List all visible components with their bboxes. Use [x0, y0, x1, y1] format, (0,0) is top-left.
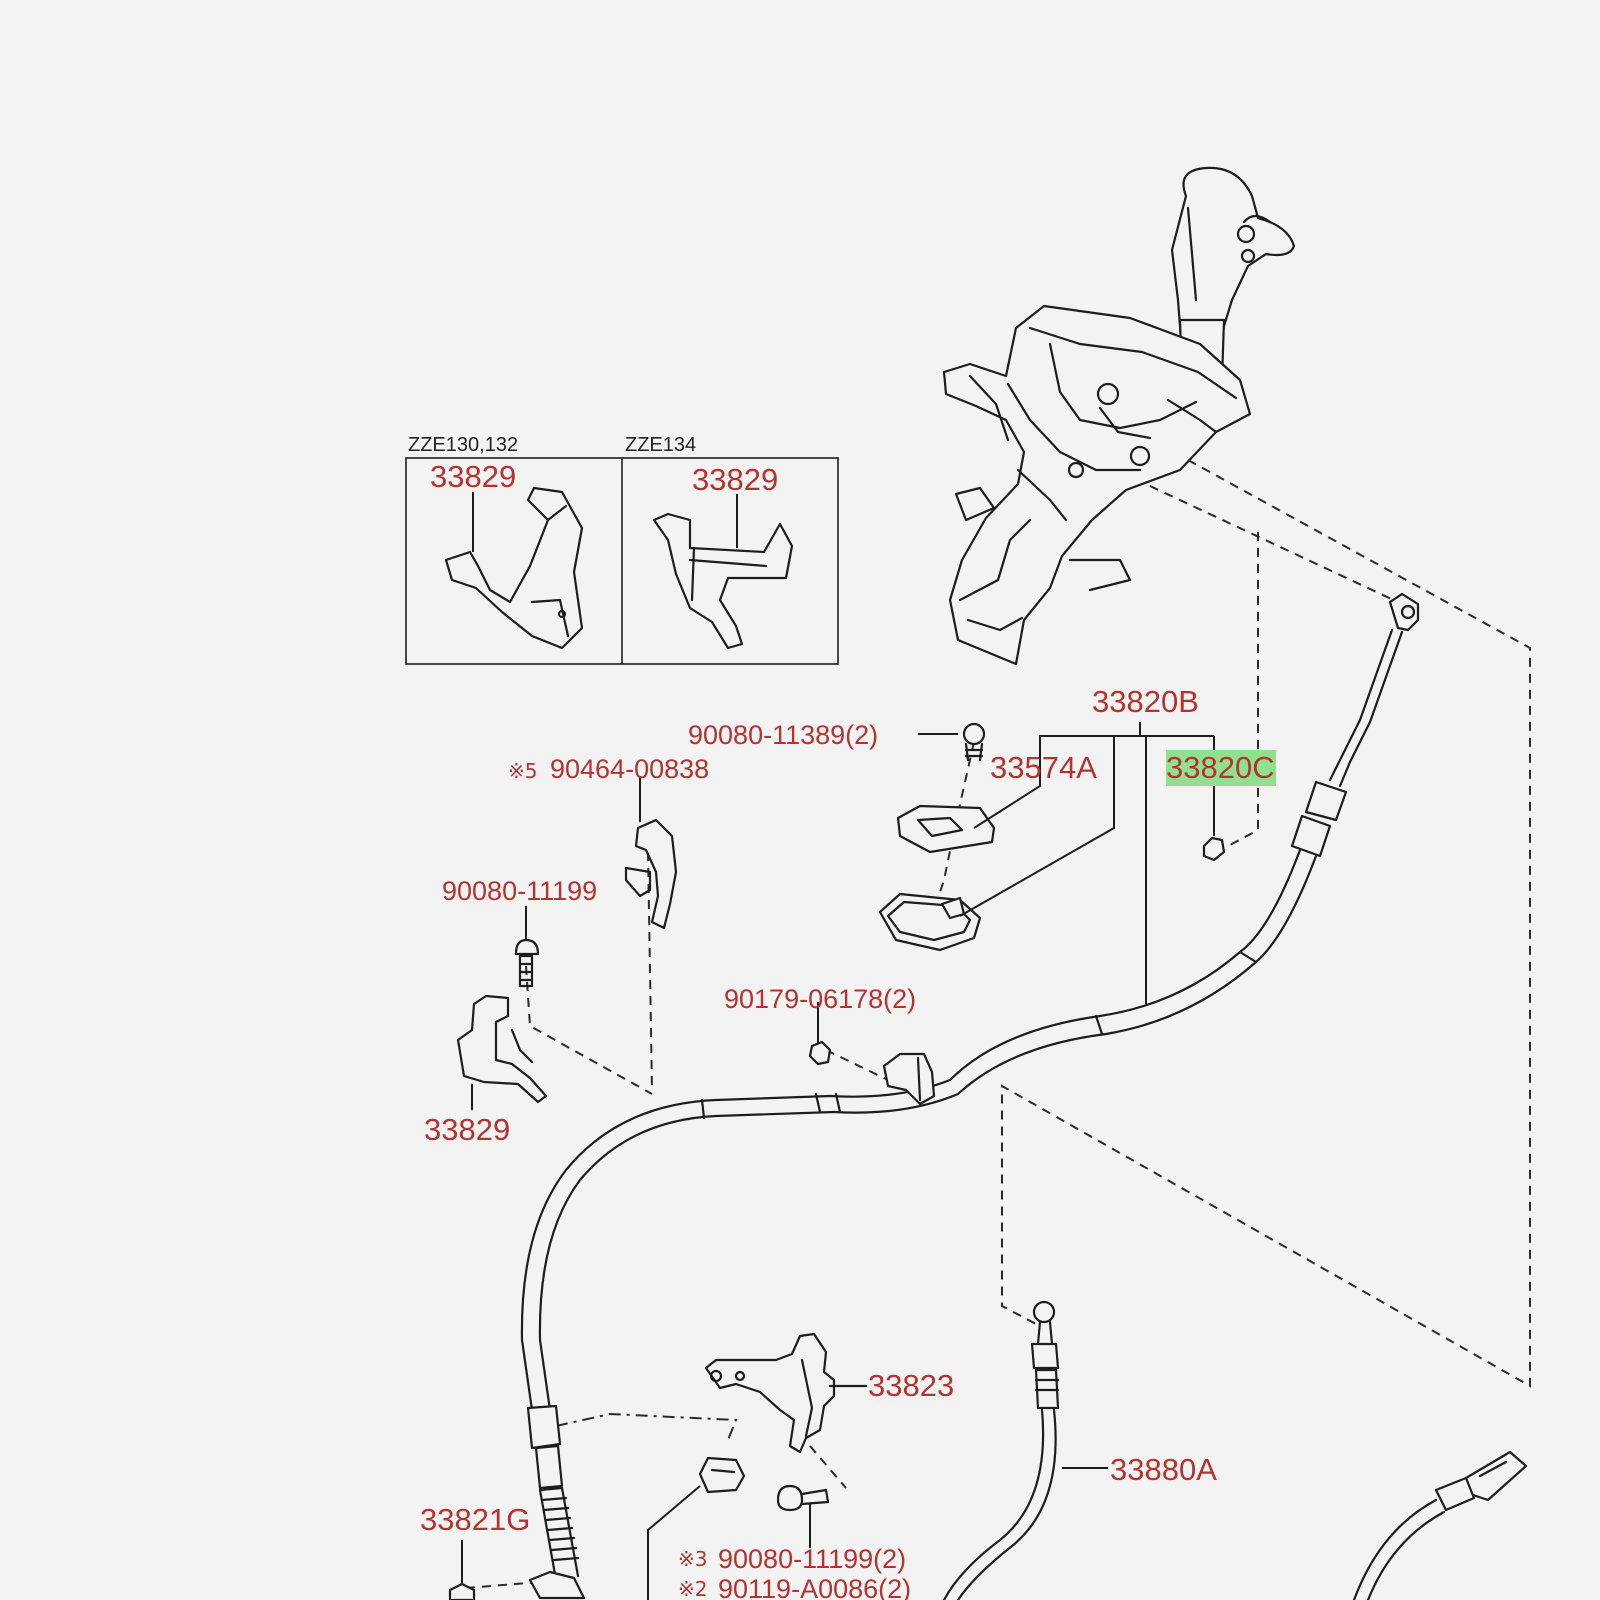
label-90179-06178[interactable]: 90179-06178(2)	[724, 984, 916, 1014]
label-33823[interactable]: 33823	[868, 1368, 954, 1403]
bolt-90080-11199-lower	[776, 1484, 830, 1548]
retainer-clip	[647, 1456, 746, 1600]
cable-33880A	[942, 1300, 1108, 1600]
variant-label-left: ZZE130,132	[408, 434, 518, 456]
cable-end-lower-right	[1352, 1450, 1528, 1600]
label-90119-A0086[interactable]: 90119-A0086(2)	[718, 1574, 911, 1600]
variant-inset: ZZE130,132 ZZE134 33829 33829	[405, 434, 839, 665]
label-90080-11199-2[interactable]: 90080-11199(2)	[718, 1544, 906, 1574]
shift-housing	[942, 304, 1252, 666]
inset-part-label-right[interactable]: 33829	[692, 462, 778, 497]
highlight-33820C	[1166, 750, 1276, 786]
label-33820B[interactable]: 33820B	[1092, 684, 1199, 719]
bolt-90080-11389	[918, 722, 986, 762]
label-90080-11199[interactable]: 90080-11199	[442, 876, 597, 906]
bolt-90080-11199	[514, 906, 540, 988]
note-mark-90464: ※5	[508, 759, 537, 783]
shift-cable-33820	[520, 592, 1420, 1600]
label-33574A[interactable]: 33574A	[990, 750, 1097, 785]
lever-33823	[704, 1332, 868, 1454]
bracket-33829	[456, 994, 548, 1110]
note-mark-90080-11199-2: ※3	[678, 1547, 707, 1571]
shift-knob	[1170, 166, 1296, 354]
label-90464-00838[interactable]: 90464-00838	[550, 754, 709, 784]
label-33820C[interactable]: 33820C	[1166, 750, 1275, 785]
label-33829[interactable]: 33829	[424, 1112, 510, 1147]
inset-part-label-left[interactable]: 33829	[430, 459, 516, 494]
note-mark-90119: ※2	[678, 1577, 707, 1600]
seal-plate-33574A	[896, 735, 1110, 854]
shift-lever-assembly	[942, 166, 1296, 666]
label-33821G[interactable]: 33821G	[420, 1502, 530, 1537]
nut-90179-06178	[808, 1002, 832, 1066]
grommet	[878, 736, 1115, 952]
bracket-33829-variant-a	[444, 486, 584, 650]
clip-90464-00838	[624, 776, 678, 930]
nut-33821G	[448, 1540, 476, 1600]
variant-label-right: ZZE134	[625, 434, 696, 456]
part-labels: 33820B 90080-11389(2) 33574A 33820C ※5 9…	[420, 684, 1276, 1600]
label-33880A[interactable]: 33880A	[1110, 1452, 1217, 1487]
label-90080-11389[interactable]: 90080-11389(2)	[688, 720, 878, 750]
bracket-33829-variant-b	[652, 494, 794, 650]
